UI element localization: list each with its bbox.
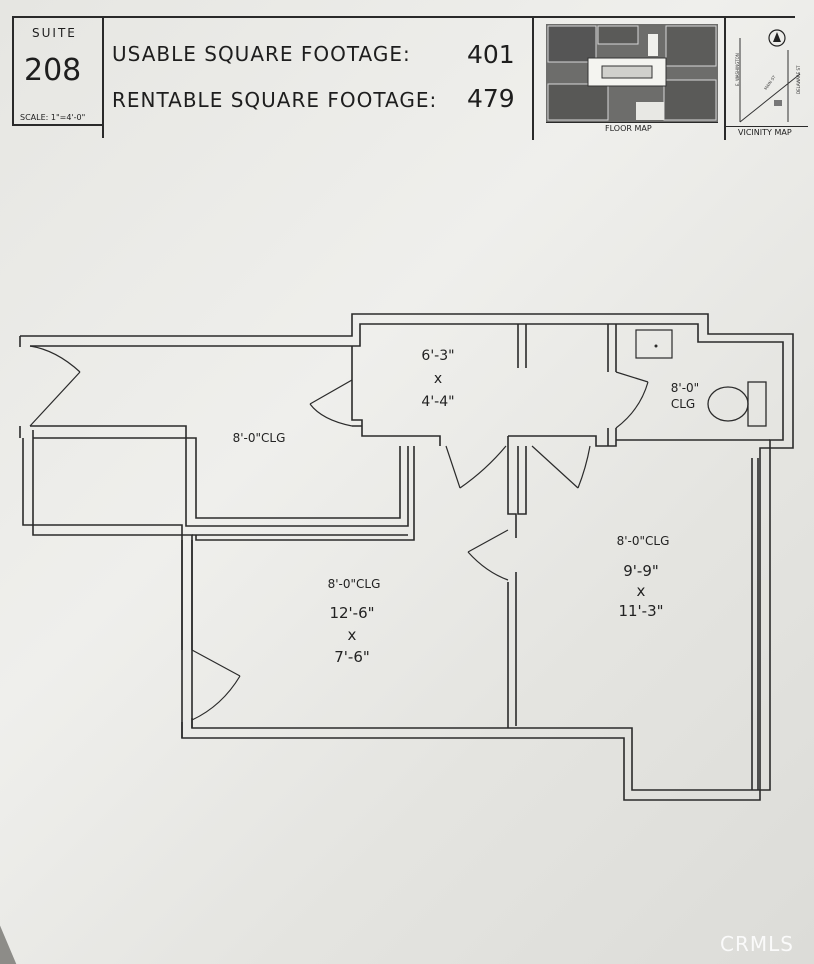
sink-icon: [635, 329, 673, 359]
title-block-left-border: [12, 16, 14, 126]
floor-map-thumbnail: [546, 24, 718, 122]
vicinity-map-underline: [726, 126, 808, 127]
floor-map-caption: FLOOR MAP: [605, 124, 652, 133]
usable-footage-value: 401: [467, 40, 515, 69]
toilet-tank-icon: [747, 381, 767, 427]
rentable-footage-value: 479: [467, 84, 515, 113]
floor-map-suite-a: [547, 25, 597, 63]
street-line-diagonal: [739, 73, 801, 123]
corridor-wall-inner: [33, 437, 401, 519]
suite-number: 208: [24, 53, 82, 88]
floor-map-suite-b: [597, 25, 639, 45]
closet-times: x: [434, 371, 442, 387]
office-right-depth: 11'-3": [618, 602, 663, 620]
usable-footage-label: USABLE SQUARE FOOTAGE:: [112, 42, 411, 66]
closet-front-wall: [351, 346, 441, 446]
corridor-ceiling: 8'-0"CLG: [233, 431, 286, 445]
restroom-ceiling-height: 8'-0": [671, 381, 699, 395]
floor-map-stair: [648, 34, 658, 56]
floor-map-left-divider: [532, 16, 534, 140]
entry-door-swing: [29, 345, 81, 427]
sink-drain-icon: [654, 344, 658, 348]
office-right-door-swing: [467, 529, 509, 581]
office-left-width: 12'-6": [329, 604, 374, 622]
suite-label: SUITE: [32, 26, 77, 40]
suite-box-bottom-border: [12, 124, 104, 126]
office-left-side-wall: [181, 540, 193, 738]
office-divider-wall: [507, 436, 527, 538]
office-divider-lower: [507, 572, 517, 728]
closet-door-swing: [309, 379, 353, 427]
office-left-ceiling: 8'-0"CLG: [328, 577, 381, 591]
floor-map-underline: [546, 122, 718, 123]
restroom-left-wall: [607, 324, 617, 446]
corridor-wall-outer: [30, 425, 409, 527]
office-left-door-swing: [191, 649, 241, 721]
floor-map-highlight: [636, 102, 664, 120]
rentable-footage-label: RENTABLE SQUARE FOOTAGE:: [112, 88, 438, 112]
watermark: CRMLS: [720, 932, 794, 956]
closet-width: 6'-3": [421, 348, 454, 364]
title-block-top-border: [12, 16, 795, 18]
corridor-door-swing-right: [531, 445, 591, 489]
scale-note: SCALE: 1"=4'-0": [20, 113, 86, 122]
site-location-marker: [774, 100, 782, 106]
closet-depth: 4'-4": [421, 394, 454, 410]
vicinity-map-divider: [724, 16, 726, 140]
north-arrow-pointer: [773, 32, 781, 42]
floor-map-suite-d: [547, 83, 609, 121]
suite-box-divider: [102, 16, 104, 138]
toilet-bowl-icon: [707, 386, 749, 422]
floor-map-suite-c: [665, 25, 717, 67]
floor-map-suite-e: [663, 79, 717, 121]
corridor-door-swing-left: [445, 445, 507, 489]
closet-divider: [517, 324, 527, 368]
vicinity-map-caption: VICINITY MAP: [738, 128, 792, 137]
floor-map-atrium: [601, 65, 653, 79]
vicinity-map-thumbnail: [739, 29, 801, 123]
office-right-ceiling: 8'-0"CLG: [617, 534, 670, 548]
title-block: SUITE 208 SCALE: 1"=4'-0" USABLE SQUARE …: [12, 16, 808, 140]
north-arrow-icon: [768, 29, 786, 47]
office-left-times: x: [348, 626, 357, 644]
restroom-door-swing: [615, 371, 649, 429]
office-right-times: x: [637, 582, 646, 600]
window-wall: [751, 458, 759, 790]
office-right-width: 9'-9": [623, 562, 659, 580]
restroom-ceiling-label: CLG: [671, 397, 695, 411]
office-left-depth: 7'-6": [334, 648, 370, 666]
closet-back-wall: [508, 435, 617, 447]
office-left-top-wall: [192, 446, 415, 541]
